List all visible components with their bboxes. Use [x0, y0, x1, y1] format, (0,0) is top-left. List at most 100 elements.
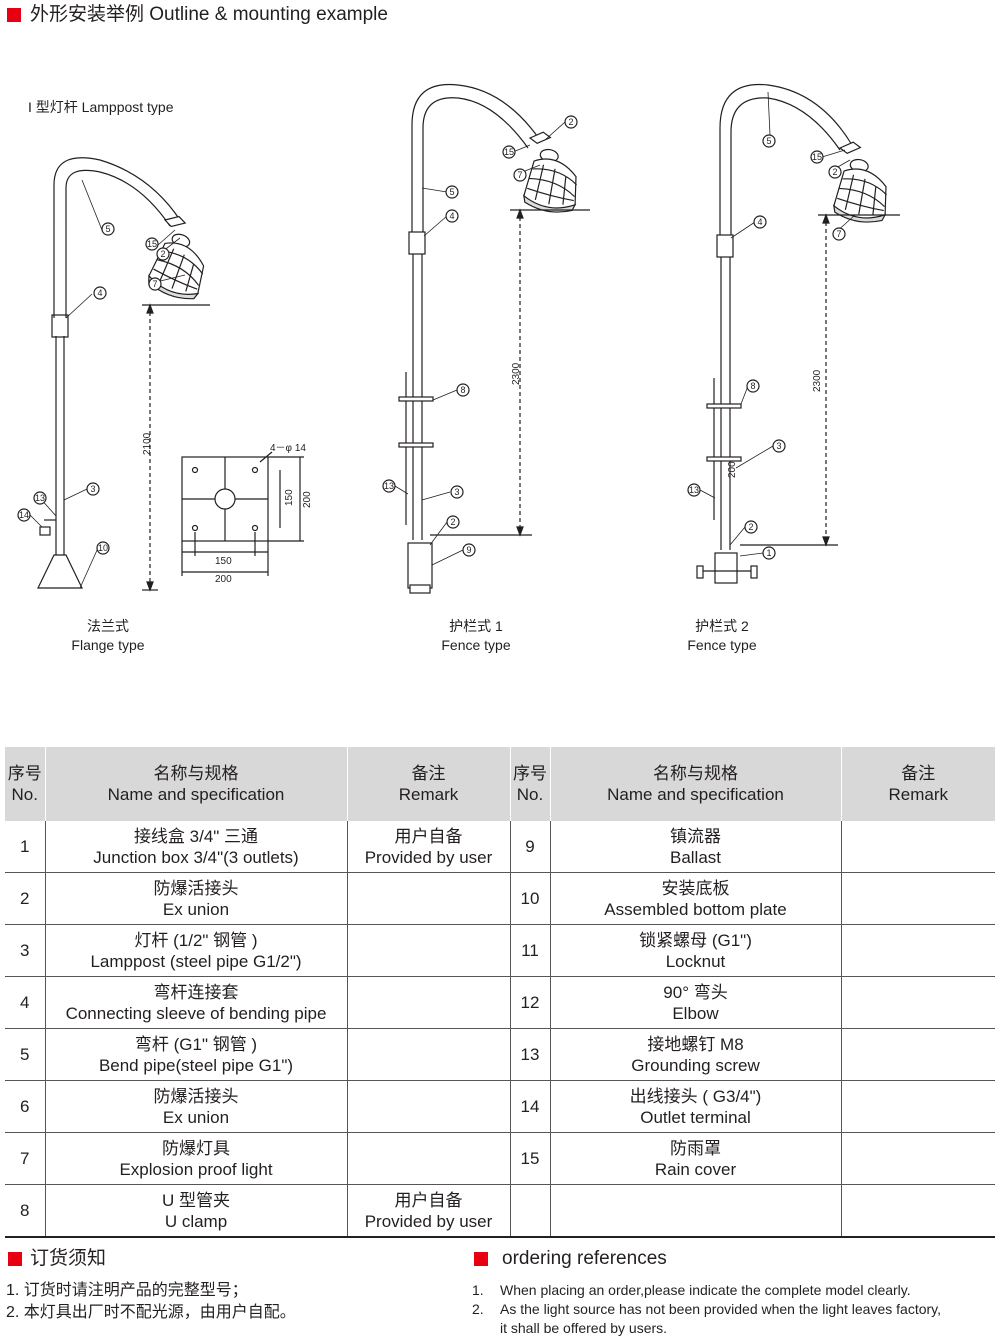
svg-text:150: 150: [215, 556, 232, 567]
item-no: 14: [509, 1080, 550, 1133]
svg-text:2: 2: [748, 522, 753, 532]
item-name: 弯杆 (G1" 钢管 )Bend pipe(steel pipe G1"): [44, 1028, 347, 1081]
callout-markers: [17, 115, 846, 560]
ordering-en-item-1-no: 1.: [472, 1282, 484, 1298]
svg-text:200: 200: [302, 491, 313, 508]
page-title: 外形安装举例 Outline & mounting example: [30, 4, 388, 25]
ordering-en-item-2: As the light source has not been provide…: [500, 1301, 942, 1317]
item-remark: [840, 872, 995, 925]
svg-text:7: 7: [836, 229, 841, 239]
ordering-cn-item-1: 1. 订货时请注明产品的完整型号；: [6, 1282, 248, 1299]
item-no: 15: [509, 1132, 550, 1185]
item-remark: [346, 924, 510, 977]
svg-text:13: 13: [689, 485, 699, 495]
item-remark: [346, 872, 510, 925]
svg-text:4－φ 14: 4－φ 14: [270, 443, 306, 454]
svg-text:2300: 2300: [511, 362, 522, 385]
svg-text:5: 5: [105, 224, 110, 234]
item-no: 3: [5, 924, 45, 977]
bottom-plate-drawing: [181, 451, 304, 576]
item-no: 11: [509, 924, 550, 977]
item-remark: [840, 1184, 995, 1238]
svg-text:15: 15: [812, 152, 822, 162]
svg-text:15: 15: [504, 147, 514, 157]
svg-text:200: 200: [727, 461, 738, 478]
item-name: 锁紧螺母 (G1")Locknut: [549, 924, 841, 977]
svg-text:2100: 2100: [142, 432, 153, 455]
svg-text:2: 2: [450, 517, 455, 527]
svg-text:13: 13: [35, 493, 45, 503]
svg-text:3: 3: [90, 484, 95, 494]
item-remark: [840, 1132, 995, 1185]
ordering-en-item-2-cont: it shall be offered by users.: [500, 1320, 668, 1336]
svg-text:2: 2: [160, 249, 165, 259]
item-name: [549, 1184, 841, 1238]
svg-text:2: 2: [568, 117, 573, 127]
item-no: [509, 1184, 550, 1238]
svg-text:4: 4: [757, 217, 762, 227]
table-row: 5 弯杆 (G1" 钢管 )Bend pipe(steel pipe G1") …: [5, 1028, 995, 1081]
item-name: 出线接头 ( G3/4")Outlet terminal: [549, 1080, 841, 1133]
svg-text:8: 8: [750, 381, 755, 391]
item-remark: [840, 1080, 995, 1133]
item-no: 1: [5, 821, 45, 873]
ordering-en-item-2-no: 2.: [472, 1301, 484, 1317]
ordering-en-title: ordering references: [502, 1248, 667, 1269]
item-no: 13: [509, 1028, 550, 1081]
item-no: 2: [5, 872, 45, 925]
item-name: 灯杆 (1/2" 钢管 )Lamppost (steel pipe G1/2"): [44, 924, 347, 977]
svg-text:10: 10: [98, 543, 108, 553]
svg-text:5: 5: [766, 136, 771, 146]
svg-text:3: 3: [776, 441, 781, 451]
item-no: 9: [509, 821, 550, 873]
svg-text:2300: 2300: [812, 369, 823, 392]
fence-type-2-drawing: [696, 83, 900, 584]
item-remark: [346, 976, 510, 1029]
svg-text:8: 8: [460, 385, 465, 395]
item-remark: [840, 976, 995, 1029]
svg-text:9: 9: [466, 545, 471, 555]
item-no: 12: [509, 976, 550, 1029]
mounting-drawings: 5 15 2 7 4 3 13 14 10 2 15 7 5 4 8 3 2 9…: [17, 83, 900, 594]
item-no: 8: [5, 1184, 45, 1238]
svg-text:13: 13: [384, 481, 394, 491]
svg-text:5: 5: [449, 187, 454, 197]
item-remark: [840, 821, 995, 873]
item-no: 7: [5, 1132, 45, 1185]
svg-text:14: 14: [19, 510, 29, 520]
svg-text:3: 3: [454, 487, 459, 497]
svg-text:150: 150: [284, 489, 295, 506]
flange-type-drawing: [37, 157, 221, 592]
item-remark: [346, 1132, 510, 1185]
item-remark: [840, 1028, 995, 1081]
item-remark: [346, 1028, 510, 1081]
ordering-en-marker-icon: [474, 1252, 488, 1266]
item-remark: [840, 924, 995, 977]
svg-text:4: 4: [449, 211, 454, 221]
ordering-cn-title: 订货须知: [30, 1248, 107, 1269]
